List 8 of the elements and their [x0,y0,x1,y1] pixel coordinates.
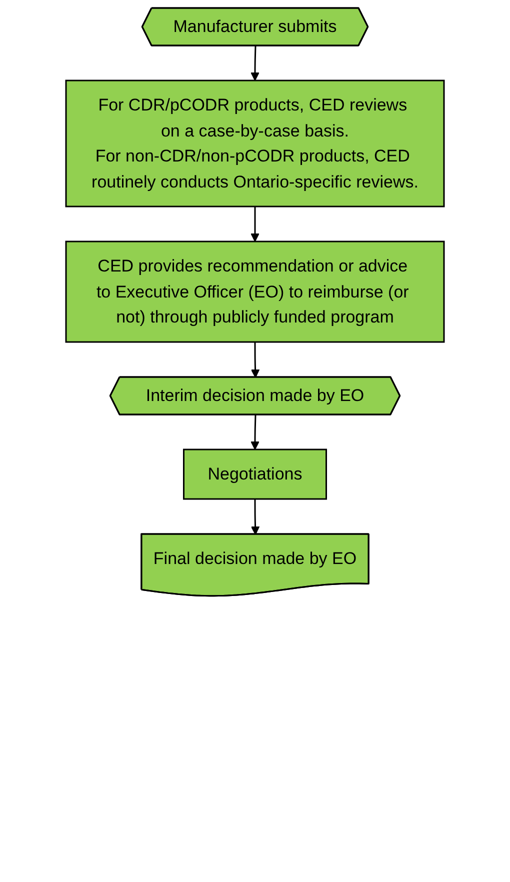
node-box: Negotiations [183,448,327,500]
arrow [250,499,260,535]
node-box: CED provides recommendation or advice to Executive Officer (EO) to reimburse (or not) through publicly funded program [65,240,445,343]
arrow [250,342,260,378]
node-box: For CDR/pCODR products, CED reviews on a case-by-case basis. For non-CDR/non-pCODR products, CED routinely conducts Ontario-specific reviews. [65,80,445,208]
arrow [250,46,260,81]
arrow [250,206,260,242]
arrow [250,414,260,450]
